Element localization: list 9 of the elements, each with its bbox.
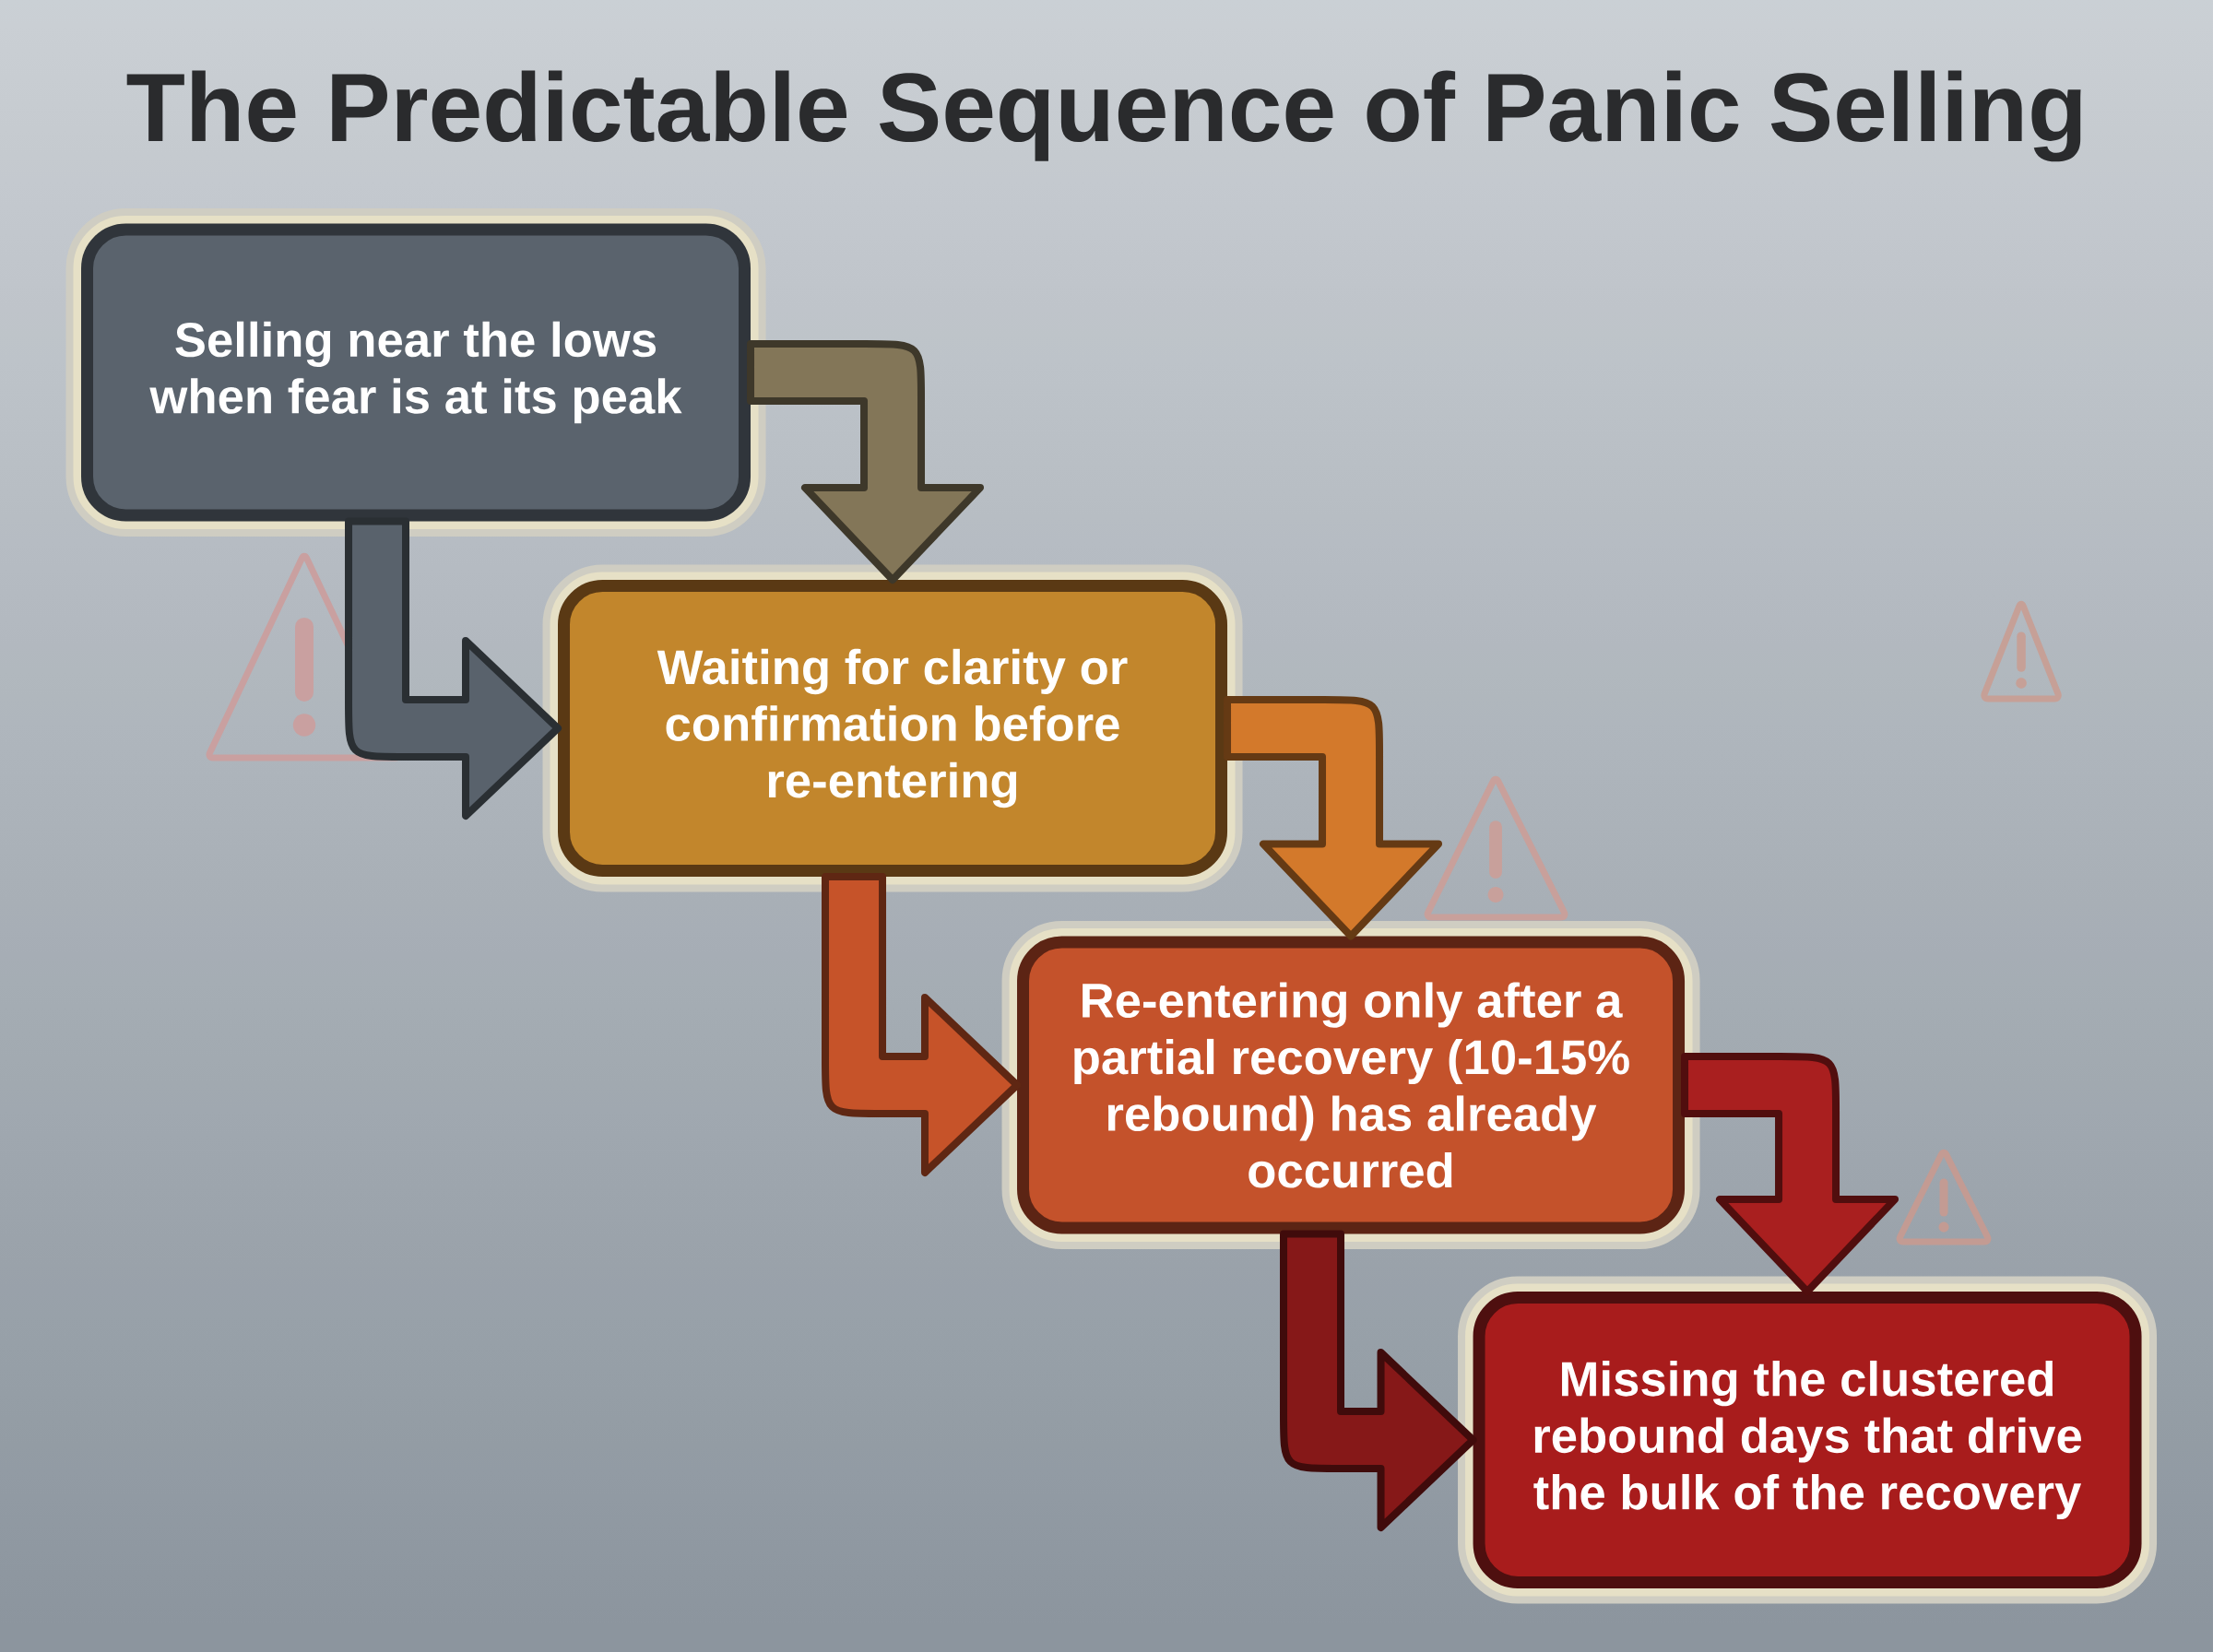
- arrow: [747, 340, 985, 584]
- process-box: Re-entering only after a partial recovery (10-15% rebound) has already occurred: [1001, 921, 1700, 1249]
- process-box: Waiting for clarity or confirmation before re-entering: [542, 564, 1243, 892]
- title: The Predictable Sequence of Panic Selling: [126, 70, 2081, 162]
- arrow: [1224, 696, 1443, 940]
- arrow: [345, 517, 562, 820]
- arrow: [1280, 1230, 1477, 1531]
- process-box: Missing the clustered rebound days that drive the bulk of the recovery: [1458, 1276, 2158, 1604]
- process-box: Selling near the lows when fear is at its peak: [65, 208, 766, 537]
